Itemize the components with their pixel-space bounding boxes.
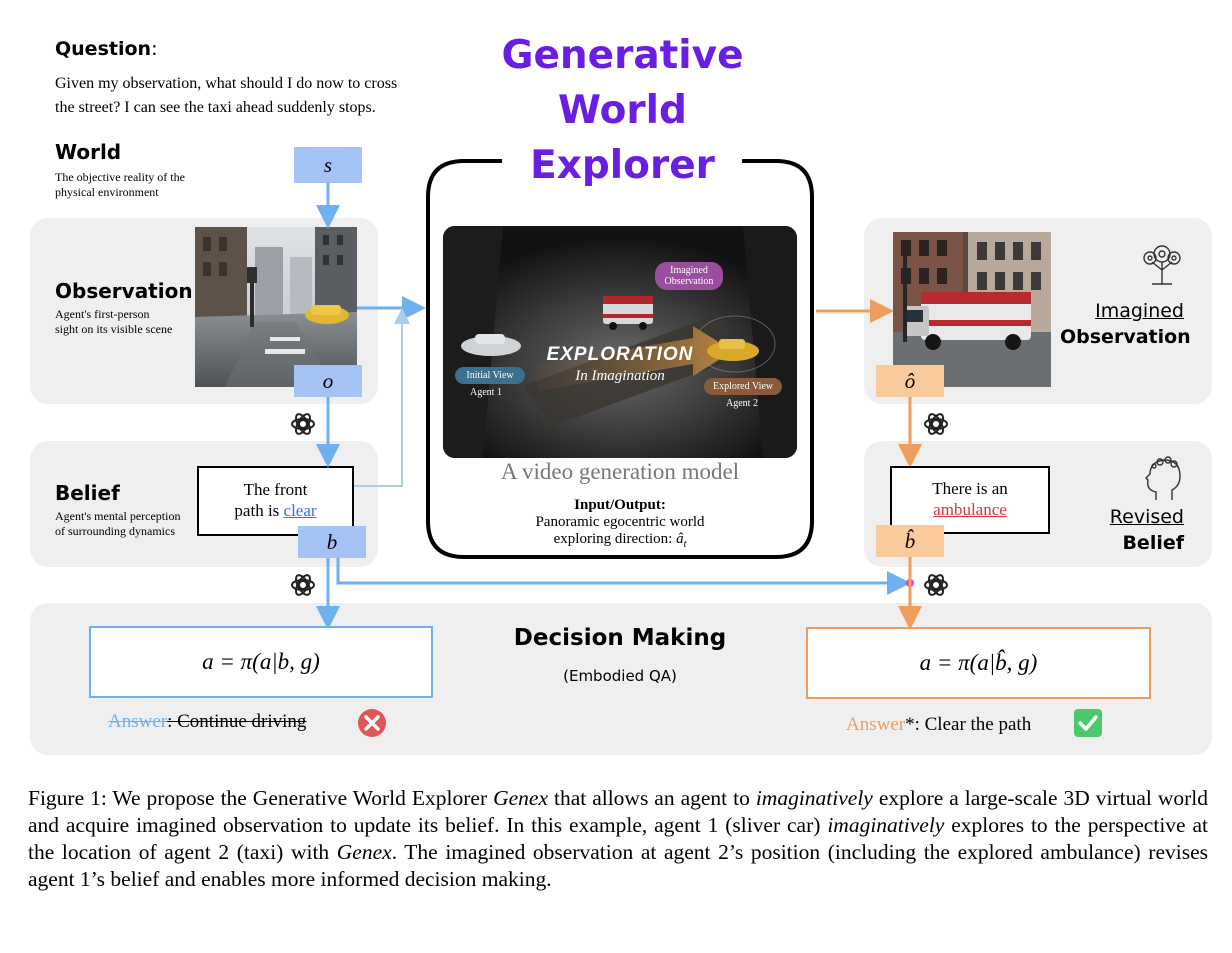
revised-belief-box: There is an ambulance — [890, 466, 1050, 534]
model-caption: A video generation model — [500, 459, 740, 484]
in-imagination-text: In Imagination — [575, 368, 665, 384]
answer-right: Answer*: Clear the path — [846, 714, 1032, 735]
decision-subtitle: (Embodied QA) — [563, 667, 677, 685]
observation-tag: o — [294, 365, 362, 397]
revised-belief-label: Revised Belief — [1109, 506, 1184, 554]
openai-logo-icon — [924, 574, 948, 596]
belief-description: Agent's mental perception of surrounding… — [55, 509, 181, 538]
belief-tag: b — [298, 526, 366, 558]
question-text: Given my observation, what should I do n… — [55, 75, 398, 116]
world-label: World — [55, 140, 122, 164]
openai-logo-icon — [924, 413, 948, 435]
question-heading: Question: — [55, 38, 158, 60]
figure-caption: Figure 1: We propose the Generative Worl… — [28, 786, 1209, 891]
agent1-label: Agent 1 — [470, 387, 502, 398]
observation-description: Agent's first-person sight on its visibl… — [55, 307, 173, 336]
bubble-explored-view: Explored View — [704, 378, 782, 395]
revised-belief-link-ambulance: ambulance — [933, 500, 1007, 519]
bubble-initial-view: Initial View — [455, 367, 525, 384]
revised-belief-tag: b̂ — [876, 525, 944, 557]
tree-mind-icon — [1143, 245, 1181, 285]
model-frame — [426, 159, 814, 559]
main-title: Generative World Explorer — [501, 33, 744, 188]
belief-label: Belief — [55, 481, 120, 505]
openai-logo-icon — [291, 413, 315, 435]
belief-box: The front path is clear — [197, 466, 354, 536]
exploration-banner: EXPLORATION — [546, 344, 694, 365]
check-icon — [1074, 709, 1102, 737]
model-io: Input/Output: Panoramic egocentric world… — [535, 497, 705, 550]
cross-icon — [358, 709, 386, 737]
world-state-tag: s — [294, 147, 362, 183]
bubble-imagined-observation: Imagined Observation — [655, 262, 723, 290]
answer-left: Answer: Continue driving — [108, 711, 307, 732]
decision-title: Decision Making — [513, 625, 727, 651]
imagined-observation-photo — [893, 232, 1051, 387]
exploration-render — [443, 226, 797, 458]
openai-logo-icon — [291, 574, 315, 596]
belief-link-clear: clear — [283, 501, 317, 520]
imagined-observation-tag: ô — [876, 365, 944, 397]
policy-box-left: a = π(a|b, g) — [89, 626, 433, 698]
head-thought-icon — [1145, 456, 1181, 500]
imagined-observation-label: Imagined Observation — [1060, 300, 1191, 348]
world-description: The objective reality of the physical en… — [55, 170, 185, 199]
observation-label: Observation — [55, 279, 193, 303]
agent2-label: Agent 2 — [726, 398, 758, 409]
policy-box-right: a = π(a|b̂, g) — [806, 627, 1151, 699]
